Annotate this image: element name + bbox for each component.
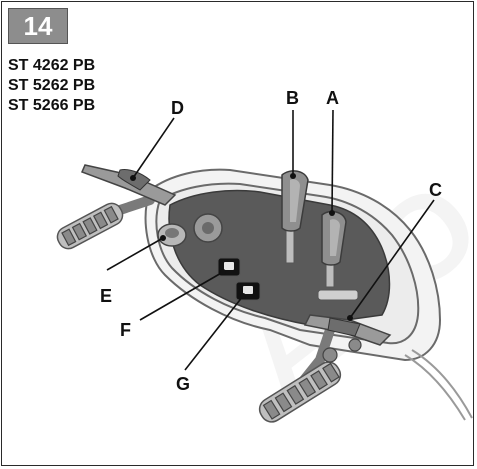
callout-a: A [326, 88, 339, 108]
model-list: ST 4262 PB ST 5262 PB ST 5266 PB [8, 56, 95, 116]
lever-b [281, 170, 309, 264]
right-handlebar [258, 325, 362, 423]
knob-e [157, 223, 187, 247]
callout-d: D [171, 98, 184, 118]
model-name: ST 5262 PB [8, 77, 96, 94]
callout-b: B [286, 88, 299, 108]
leader-dots [130, 173, 353, 321]
callout-e: E [100, 286, 113, 306]
model-name: ST 4262 PB [8, 57, 96, 74]
model-name: ST 5266 PB [8, 97, 96, 114]
callout-f: F [120, 320, 131, 340]
left-handlebar [56, 195, 155, 250]
leader-lines [106, 109, 435, 371]
cable [404, 349, 473, 421]
callout-c: C [429, 180, 442, 200]
figure-number-badge: 14 [8, 8, 68, 44]
callout-g: G [176, 374, 191, 394]
switch-g [235, 281, 261, 301]
filler-cap [193, 213, 223, 243]
